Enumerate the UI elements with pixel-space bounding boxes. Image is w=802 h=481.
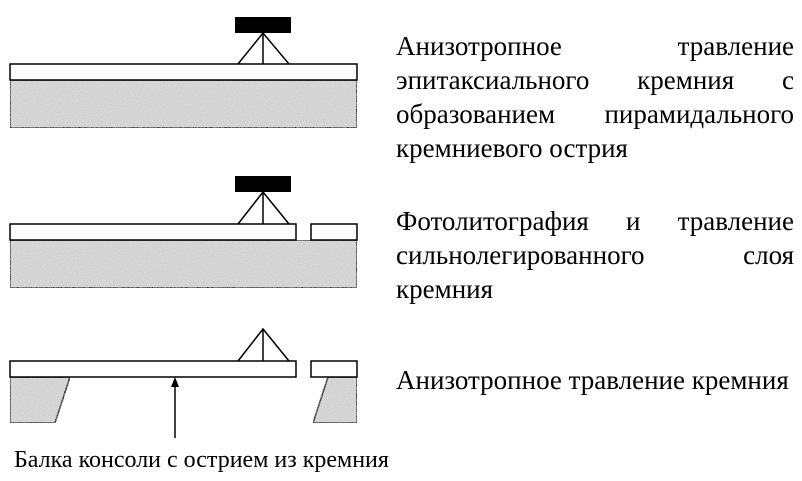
step3-pyramid-tip <box>237 327 290 362</box>
step2-structure <box>9 176 358 289</box>
step3-right-support <box>311 376 358 424</box>
step3-cantilever-beam <box>9 360 297 378</box>
step3-description: Анизотропное травление кремния <box>396 365 789 395</box>
step1-mask <box>235 17 291 33</box>
step3-structure <box>9 327 358 438</box>
step3-right-layer <box>310 360 358 378</box>
step2-mask <box>235 176 291 192</box>
step2-pyramid-tip <box>237 190 290 225</box>
step1-structure <box>9 17 358 129</box>
step2-substrate <box>9 239 358 289</box>
step2-right-layer <box>310 223 358 241</box>
step2-description: Фотолитография и травление сильнолегиров… <box>396 206 794 304</box>
step2-beam-layer <box>9 223 297 241</box>
step1-pyramid-tip <box>237 31 290 65</box>
step1-substrate <box>9 79 358 129</box>
cantilever-caption: Балка консоли с острием из кремния <box>14 447 389 473</box>
step3-left-support <box>9 376 72 424</box>
step1-epitaxial-layer <box>9 63 358 81</box>
step1-description: Анизотропное травление эпитаксиального к… <box>396 31 794 163</box>
caption-arrow <box>171 377 179 438</box>
